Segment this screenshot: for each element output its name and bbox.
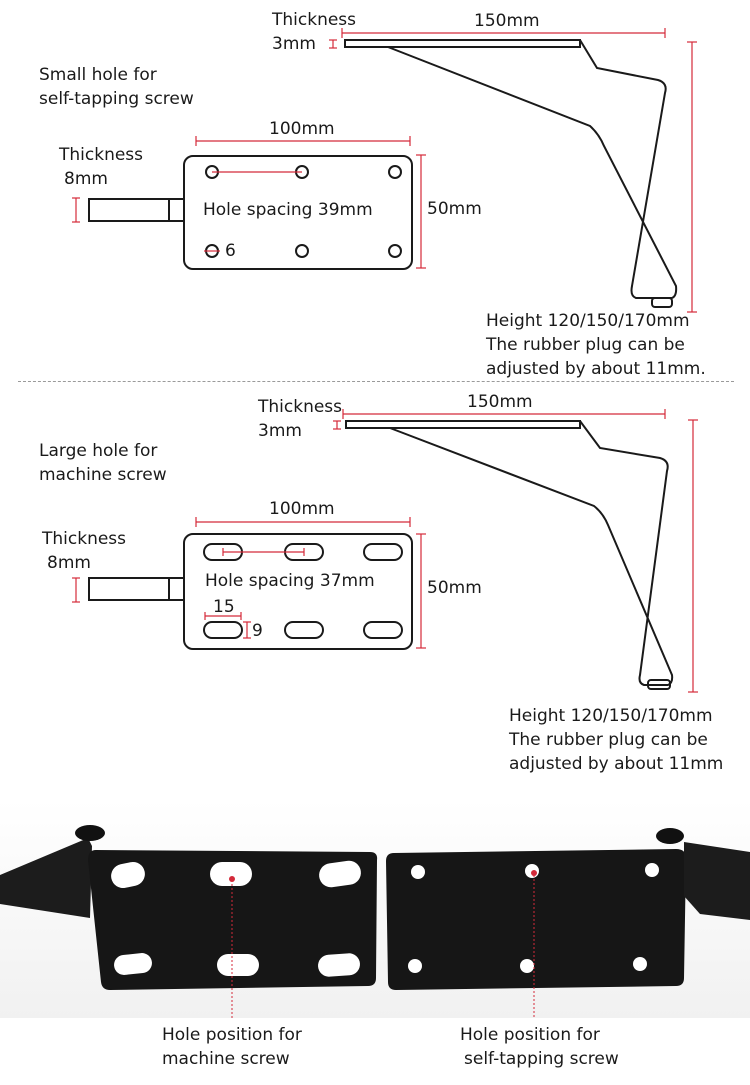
top-height-line-2: The rubber plug can be (486, 335, 685, 355)
left-leg-photo (0, 825, 105, 918)
top-height-line-3: adjusted by about 11mm. (486, 359, 706, 379)
bottom-slot-length-label: 15 (213, 597, 235, 617)
top-hole-diameter-label: 6 (225, 241, 236, 261)
bottom-height-dimension (688, 419, 698, 693)
bottom-hole-type-line-2: machine screw (39, 465, 167, 485)
bottom-height-line-1: Height 120/150/170mm (509, 706, 713, 726)
bottom-hole-type-line-1: Large hole for (39, 441, 158, 461)
bottom-plate-thickness-label: Thickness (258, 397, 343, 417)
bottom-height-line-3: adjusted by about 11mm (509, 754, 724, 774)
top-plate-width-label: 100mm (269, 119, 335, 139)
bottom-plate-height-label: 50mm (427, 578, 482, 598)
section-divider (18, 381, 734, 382)
product-photo (0, 800, 750, 1018)
bottom-height-line-2: The rubber plug can be (509, 730, 708, 750)
left-caption-line-1: Hole position for (162, 1025, 302, 1045)
top-mount-thickness-label: Thickness (59, 145, 144, 165)
bottom-leg-profile (345, 420, 674, 690)
top-plate-thickness-label: Thickness (272, 10, 357, 30)
top-plate-dimensions (72, 136, 426, 269)
top-plate-thickness-mark (329, 39, 337, 49)
top-height-dimension (687, 41, 697, 313)
top-hole-type-line-2: self-tapping screw (39, 89, 194, 109)
photo-callout-lines (231, 875, 535, 1018)
top-plate-thickness-value: 3mm (272, 34, 316, 54)
top-hole-spacing-label: Hole spacing 39mm (203, 200, 373, 220)
bottom-slot-width-label: 9 (252, 621, 263, 641)
bottom-hole-spacing-label: Hole spacing 37mm (205, 571, 375, 591)
top-length-dimension (341, 28, 666, 38)
top-plate-height-label: 50mm (427, 199, 482, 219)
bottom-plate-thickness-mark (333, 420, 341, 430)
bottom-length-dimension (342, 409, 666, 419)
top-hole-type-line-1: Small hole for (39, 65, 157, 85)
top-height-line-1: Height 120/150/170mm (486, 311, 690, 331)
bottom-slot-holes (203, 543, 403, 639)
top-diagram (72, 28, 697, 313)
top-mount-plate (88, 155, 413, 270)
bottom-plate-thickness-value: 3mm (258, 421, 302, 441)
bottom-diagram (72, 409, 698, 693)
top-mount-thickness-value: 8mm (64, 169, 108, 189)
right-plate-photo (386, 849, 686, 990)
bottom-plate-width-label: 100mm (269, 499, 335, 519)
bottom-mount-plate (88, 533, 413, 650)
top-length-label: 150mm (474, 11, 540, 31)
bottom-plate-dimensions (72, 517, 426, 649)
right-caption-line-2: self-tapping screw (464, 1049, 619, 1069)
top-leg-profile (344, 39, 678, 308)
right-caption-line-1: Hole position for (460, 1025, 600, 1045)
bottom-mount-thickness-value: 8mm (47, 553, 91, 573)
bottom-mount-thickness-label: Thickness (42, 529, 127, 549)
right-leg-photo (656, 828, 750, 920)
left-caption-line-2: machine screw (162, 1049, 290, 1069)
left-plate-photo (88, 850, 378, 990)
bottom-length-label: 150mm (467, 392, 533, 412)
